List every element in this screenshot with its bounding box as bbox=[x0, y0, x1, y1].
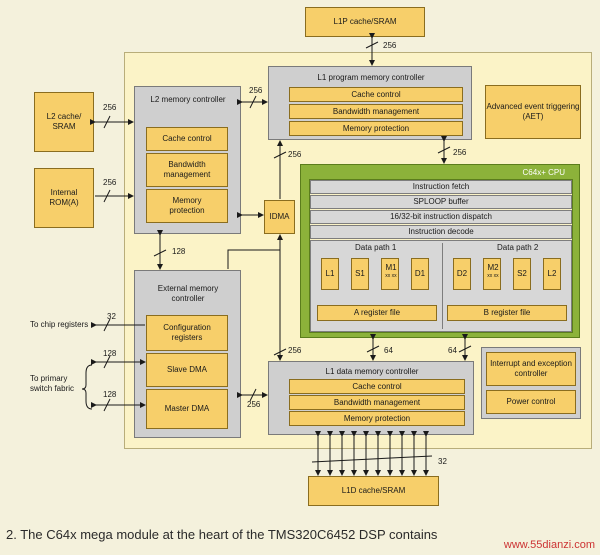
width-l1d-256: 256 bbox=[288, 346, 302, 355]
width-l1p-cpu: 256 bbox=[453, 148, 467, 157]
unit-m2-sub: xx xx bbox=[487, 273, 499, 279]
width-ext-256: 256 bbox=[247, 400, 261, 409]
unit-l1: L1 bbox=[321, 258, 339, 290]
l1d-controller-title: L1 data memory controller bbox=[325, 367, 419, 376]
unit-m1: M1 xx xx bbox=[381, 258, 399, 290]
bus-l1d-cache bbox=[311, 431, 433, 476]
unit-s2: S2 bbox=[513, 258, 531, 290]
unit-m1-sub: xx xx bbox=[385, 273, 397, 279]
ext-item-1: Slave DMA bbox=[146, 353, 228, 387]
a-register-file: A register file bbox=[317, 305, 437, 321]
l1p-controller: L1 program memory controller Cache contr… bbox=[268, 66, 472, 140]
width-l2-idma: 256 bbox=[288, 150, 302, 159]
l2-cache-label: L2 cache/ SRAM bbox=[46, 112, 82, 131]
idma-label: IDMA bbox=[269, 212, 290, 221]
l1p-cache-block: L1P cache/SRAM bbox=[305, 7, 425, 37]
width-cpu-64b: 64 bbox=[448, 346, 457, 355]
unit-d2: D2 bbox=[453, 258, 471, 290]
data-path-1-label: Data path 1 bbox=[355, 243, 397, 252]
l1p-controller-title: L1 program memory controller bbox=[317, 73, 425, 82]
width-l1d-32: 32 bbox=[438, 457, 447, 466]
cpu-row-0: Instruction fetch bbox=[310, 180, 572, 194]
l2-cache-block: L2 cache/ SRAM bbox=[34, 92, 94, 152]
width-switch-128b: 128 bbox=[103, 390, 117, 399]
unit-m2: M2 xx xx bbox=[483, 258, 501, 290]
data-path-2-label: Data path 2 bbox=[497, 243, 539, 252]
cpu-row-2: 16/32-bit instruction dispatch bbox=[310, 210, 572, 224]
l1p-cache-label: L1P cache/SRAM bbox=[333, 17, 397, 26]
interrupt-power-group: Interrupt and exception controller Power… bbox=[481, 347, 581, 419]
cpu-row-3: Instruction decode bbox=[310, 225, 572, 239]
l1p-item-1: Bandwidth management bbox=[289, 104, 463, 119]
l2-item-2: Memory protection bbox=[146, 189, 228, 223]
l1p-item-0: Cache control bbox=[289, 87, 463, 102]
width-switch-128a: 128 bbox=[103, 349, 117, 358]
l1p-item-2: Memory protection bbox=[289, 121, 463, 136]
unit-m1-label: M1 bbox=[385, 263, 397, 272]
width-l2-l1p: 256 bbox=[249, 86, 263, 95]
l2-controller-title: L2 memory controller bbox=[150, 95, 226, 104]
bus-ext-idma bbox=[227, 234, 283, 269]
data-path-area: Data path 1 Data path 2 L1 S1 M1 xx xx D… bbox=[310, 240, 572, 332]
width-rom: 256 bbox=[103, 178, 117, 187]
ext-controller-title: External memory controller bbox=[157, 284, 219, 303]
interrupt-controller-label: Interrupt and exception controller bbox=[490, 359, 572, 378]
width-ext-128: 128 bbox=[172, 247, 186, 256]
width-l2-cache: 256 bbox=[103, 103, 117, 112]
data-path-divider bbox=[442, 243, 443, 329]
width-chip-32: 32 bbox=[107, 312, 116, 321]
cpu-row-1: SPLOOP buffer bbox=[310, 195, 572, 209]
l1d-controller: L1 data memory controller Cache control … bbox=[268, 361, 474, 435]
aet-block: Advanced event triggering (AET) bbox=[485, 85, 581, 139]
figure-caption: 2. The C64x mega module at the heart of … bbox=[6, 527, 438, 542]
unit-l2: L2 bbox=[543, 258, 561, 290]
power-control: Power control bbox=[486, 390, 576, 414]
cpu-inner: Instruction fetch SPLOOP buffer 16/32-bi… bbox=[309, 179, 573, 333]
b-register-file: B register file bbox=[447, 305, 567, 321]
ext-item-0: Configuration registers bbox=[146, 315, 228, 351]
cpu-block: C64x+ CPU Instruction fetch SPLOOP buffe… bbox=[300, 164, 580, 338]
unit-m2-label: M2 bbox=[487, 263, 499, 272]
l2-item-1: Bandwidth management bbox=[146, 153, 228, 187]
aet-label: Advanced event triggering (AET) bbox=[486, 102, 580, 121]
primary-switch-label: To primary switch fabric bbox=[30, 374, 75, 393]
internal-rom-block: Internal ROM(A) bbox=[34, 168, 94, 228]
l1d-item-0: Cache control bbox=[289, 379, 465, 394]
width-l1p: 256 bbox=[383, 41, 397, 50]
l1d-item-1: Bandwidth management bbox=[289, 395, 465, 410]
ext-item-2: Master DMA bbox=[146, 389, 228, 429]
l1d-cache-block: L1D cache/SRAM bbox=[308, 476, 439, 506]
l2-controller: L2 memory controller Cache control Bandw… bbox=[134, 86, 241, 234]
chip-registers-label: To chip registers bbox=[30, 320, 89, 329]
watermark: www.55dianzi.com bbox=[503, 539, 595, 551]
cpu-title: C64x+ CPU bbox=[522, 168, 565, 177]
interrupt-controller: Interrupt and exception controller bbox=[486, 352, 576, 386]
unit-s1: S1 bbox=[351, 258, 369, 290]
internal-rom-label: Internal ROM(A) bbox=[49, 188, 79, 207]
l1d-item-2: Memory protection bbox=[289, 411, 465, 426]
l2-item-0: Cache control bbox=[146, 127, 228, 151]
idma-block: IDMA bbox=[264, 200, 295, 234]
ext-controller: External memory controller Configuration… bbox=[134, 270, 241, 438]
width-cpu-64a: 64 bbox=[384, 346, 393, 355]
unit-d1: D1 bbox=[411, 258, 429, 290]
l1d-cache-label: L1D cache/SRAM bbox=[341, 486, 406, 495]
